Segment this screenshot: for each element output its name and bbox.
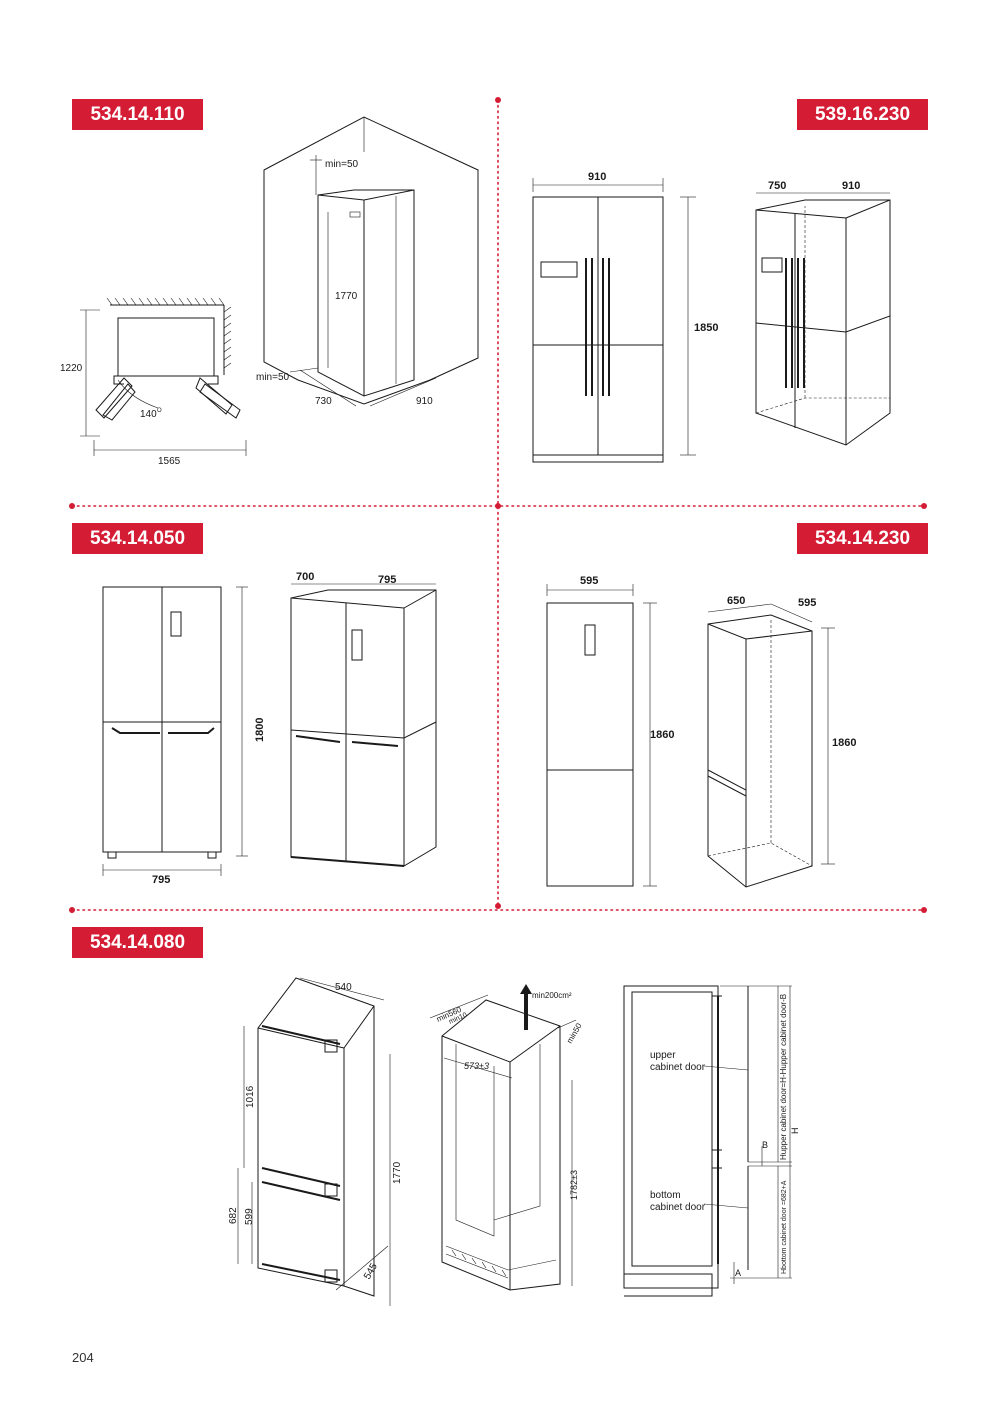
drawing-534-14-080-section: upper cabinet door bottom cabinet door H… — [623, 985, 800, 1297]
dim-599: 599 — [244, 1208, 255, 1225]
dim-min50-080: min50 — [565, 1021, 584, 1045]
dim-650: 650 — [727, 595, 745, 607]
dim-1850: 1850 — [694, 322, 718, 334]
label-h-bottom-cabinet-door: Hbottom cabinet door =682+A — [781, 1180, 788, 1274]
label-h-upper-cabinet-door: Hupper cabinet door=H-Hupper cabinet doo… — [779, 994, 788, 1160]
dim-540: 540 — [335, 982, 352, 993]
dim-1800: 1800 — [254, 718, 266, 742]
model-badge-534-14-050: 534.14.050 — [72, 523, 203, 554]
drawing-534-14-080-appliance: 540 1016 682 599 1770 545 — [228, 977, 403, 1306]
dim-1016: 1016 — [245, 1085, 256, 1108]
degree-sign: O — [157, 408, 162, 414]
drawing-534-14-110-plan: 1220 140 O 1565 — [60, 297, 247, 467]
dim-730: 730 — [315, 396, 332, 407]
dim-1220: 1220 — [60, 363, 83, 374]
dim-910-side: 910 — [842, 180, 860, 192]
label-bottom-cabinet-door: cabinet door — [650, 1202, 706, 1213]
dim-1770-080: 1770 — [392, 1161, 403, 1184]
dim-795-side: 795 — [378, 574, 396, 586]
dim-595-front: 595 — [580, 575, 598, 587]
dim-910: 910 — [416, 396, 433, 407]
dim-573: 573±3 — [464, 1061, 489, 1071]
label-upper-cabinet-door: cabinet door — [650, 1062, 706, 1073]
dim-min50-top: min=50 — [325, 159, 359, 170]
drawing-534-14-080-cabinet: min560 min10 min200cm² min50 573±3 1782±… — [429, 984, 584, 1291]
dim-910-front: 910 — [588, 171, 606, 183]
dim-750: 750 — [768, 180, 786, 192]
model-badge-534-14-110: 534.14.110 — [72, 99, 203, 130]
model-badge-539-16-230: 539.16.230 — [797, 99, 928, 130]
drawing-534-14-050-3d: 700 795 — [290, 571, 437, 867]
dim-545: 545 — [362, 1261, 380, 1281]
dim-1860-front: 1860 — [650, 729, 674, 741]
drawing-539-16-230-3d: 750 910 — [755, 180, 891, 446]
dim-595-side: 595 — [798, 597, 816, 609]
dim-1565: 1565 — [158, 456, 181, 467]
model-badge-534-14-080: 534.14.080 — [72, 927, 203, 958]
dim-795-front: 795 — [152, 874, 170, 886]
section-dividers — [69, 97, 927, 913]
drawing-534-14-230-front: 595 1860 — [546, 575, 674, 887]
label-b: B — [762, 1140, 768, 1150]
dim-min200cm2: min200cm² — [532, 991, 572, 1000]
dim-min50-side: min=50 — [256, 372, 290, 383]
label-h: H — [790, 1128, 800, 1135]
dim-140-degrees: 140 — [140, 409, 157, 420]
drawing-539-16-230-front: 910 1850 — [532, 171, 718, 463]
page-number: 204 — [72, 1350, 94, 1365]
drawing-534-14-230-3d: 650 595 1860 — [707, 595, 856, 888]
dim-1860-side: 1860 — [832, 737, 856, 749]
drawing-534-14-110-corner: min=50 1770 min=50 730 910 — [256, 116, 479, 407]
drawing-534-14-050-front: 795 1800 — [102, 586, 266, 886]
label-upper: upper — [650, 1050, 676, 1061]
dim-1770: 1770 — [335, 291, 358, 302]
dim-1782: 1782±3 — [569, 1170, 579, 1200]
model-badge-534-14-230: 534.14.230 — [797, 523, 928, 554]
dim-682: 682 — [228, 1207, 239, 1224]
dim-700: 700 — [296, 571, 314, 583]
label-a: A — [735, 1268, 741, 1278]
label-bottom: bottom — [650, 1190, 681, 1201]
